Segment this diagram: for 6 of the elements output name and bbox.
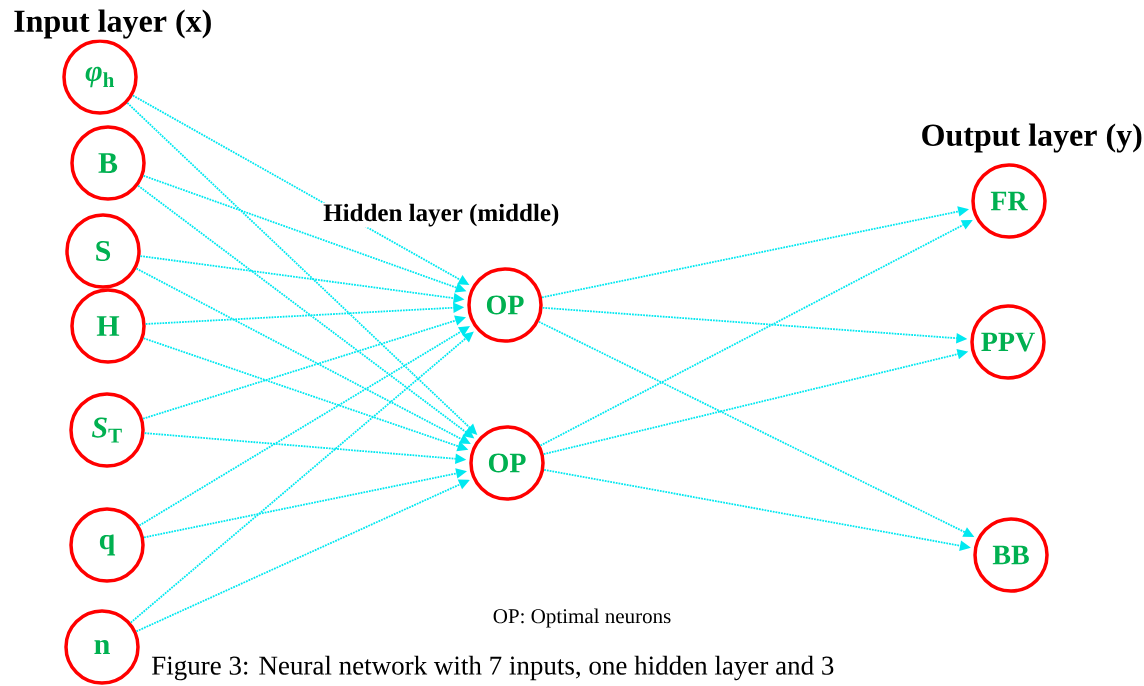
arrow [129,331,474,624]
layer-title: Input layer (x) [12,8,214,40]
layer-title: Hidden layer (middle) [322,202,561,228]
layer-title: Output layer (y) [919,122,1144,154]
caption: Figure 3: Neural network with 7 inputs, one hidden layer and 3 [152,655,834,681]
note-text: OP: Optimal neurons [491,607,673,629]
